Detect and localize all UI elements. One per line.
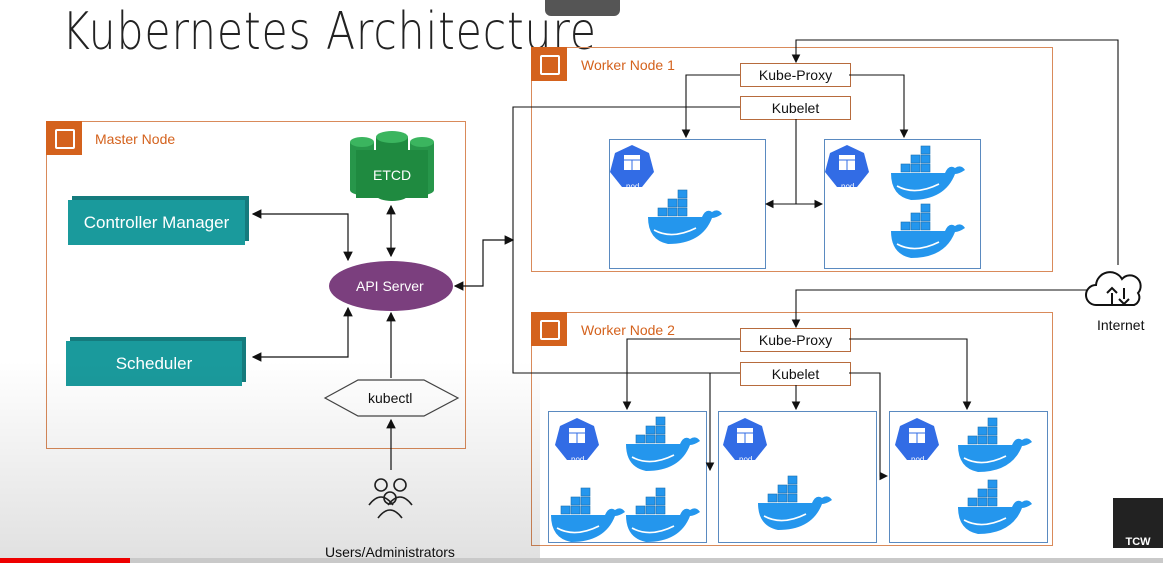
pod-text: pod	[841, 182, 855, 191]
controller-manager-box: Controller Manager	[68, 200, 245, 245]
api-server-shape	[329, 261, 453, 311]
channel-logo: TCW	[1113, 498, 1163, 548]
scheduler-box: Scheduler	[66, 341, 242, 386]
video-progress-track[interactable]	[0, 558, 1163, 563]
api-server-label: API Server	[356, 278, 424, 294]
worker-node-2-label: Worker Node 2	[581, 322, 675, 338]
chip-icon	[46, 121, 82, 155]
docker-whale-icon	[890, 145, 966, 201]
users-icon	[368, 478, 413, 519]
worker-node-2-box	[531, 312, 1053, 546]
video-overlay-controls[interactable]	[545, 0, 620, 16]
docker-whale-icon	[890, 203, 966, 259]
pod-text: pod	[571, 455, 585, 464]
pod-icon	[722, 417, 768, 461]
kubectl-label: kubectl	[368, 390, 413, 406]
docker-whale-icon	[957, 479, 1033, 535]
pod-text: pod	[739, 455, 753, 464]
kubelet-2: Kubelet	[740, 362, 851, 386]
video-progress-played[interactable]	[0, 558, 130, 563]
kube-proxy-1: Kube-Proxy	[740, 63, 851, 87]
worker-node-1-label: Worker Node 1	[581, 57, 675, 73]
worker-node-1-box	[531, 47, 1053, 272]
pod-icon	[824, 144, 870, 188]
page-title: Kubernetes Architecture	[62, 2, 597, 62]
docker-whale-icon	[647, 189, 723, 245]
master-node-label: Master Node	[95, 131, 176, 147]
docker-whale-icon	[625, 487, 701, 543]
pod-icon	[554, 417, 600, 461]
docker-whale-icon	[625, 416, 701, 472]
docker-whale-icon	[957, 417, 1033, 473]
etcd-label: ETCD	[373, 167, 412, 183]
pod-text: pod	[911, 455, 925, 464]
internet-cloud-icon	[1085, 271, 1142, 306]
chip-icon	[531, 312, 567, 346]
kube-proxy-2: Kube-Proxy	[740, 328, 851, 352]
pod-icon	[894, 417, 940, 461]
internet-label: Internet	[1097, 317, 1145, 333]
kubectl-shape	[323, 379, 460, 417]
kubelet-1: Kubelet	[740, 96, 851, 120]
etcd-icon	[350, 131, 434, 201]
chip-icon	[531, 47, 567, 81]
docker-whale-icon	[550, 487, 626, 543]
pod-icon	[609, 144, 655, 188]
users-label: Users/Administrators	[325, 544, 455, 560]
pod-text: pod	[626, 182, 640, 191]
docker-whale-icon	[757, 475, 833, 531]
